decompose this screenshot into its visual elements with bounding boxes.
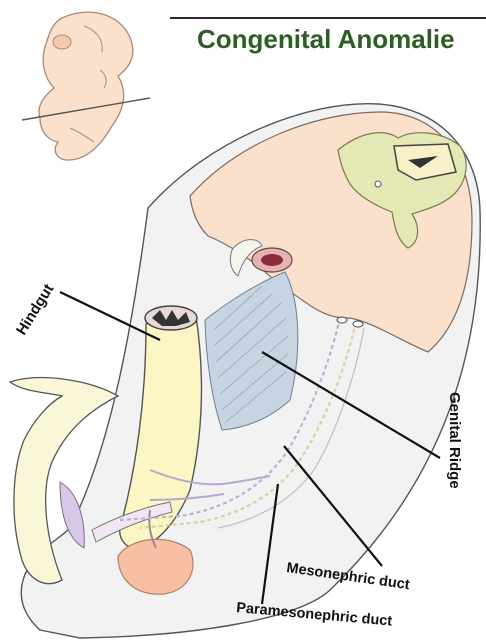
embryo-thumbnail: [22, 12, 150, 160]
paramesonephric-duct-label: Paramesonephric duct: [236, 600, 393, 630]
embryo-thumbnail-body: [39, 12, 133, 160]
embryo-thumbnail-head-bulge: [53, 35, 71, 49]
hindgut-label: Hindgut: [13, 281, 57, 338]
notochord: [375, 181, 381, 187]
genital-ridge-label: Genital Ridge: [446, 392, 463, 489]
mesonephric-duct-opening: [337, 317, 347, 323]
dorsal-aorta-lumen: [261, 254, 283, 266]
paramesonephric-duct-opening: [353, 321, 363, 327]
